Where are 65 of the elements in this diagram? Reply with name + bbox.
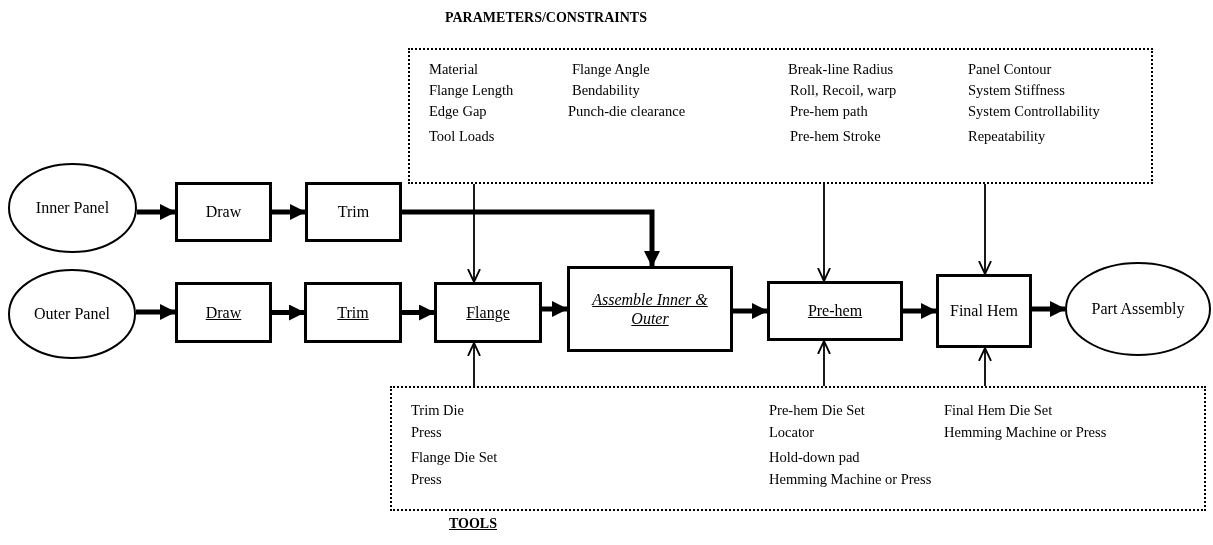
list-item: Pre-hem path — [790, 104, 868, 119]
node-label: Final Hem — [950, 301, 1018, 321]
arrow — [402, 304, 435, 321]
arrow — [978, 347, 992, 387]
start-ellipse — [8, 163, 137, 253]
arrow — [978, 183, 992, 275]
list-item: Trim Die — [411, 403, 465, 418]
arrow — [542, 301, 568, 317]
list-item: Final Hem Die Set — [944, 403, 1053, 418]
section-heading: TOOLS — [449, 516, 497, 532]
process-box — [175, 282, 272, 343]
list-item: Roll, Recoil, warp — [790, 83, 897, 98]
process-box — [175, 182, 272, 242]
node-label: Part Assembly — [1091, 299, 1185, 319]
node-label: Outer Panel — [34, 304, 110, 324]
arrow — [903, 303, 937, 319]
arrow — [1032, 301, 1066, 317]
list-item: Break-line Radius — [788, 62, 894, 77]
list-item: Press — [411, 472, 442, 487]
node-label: Draw — [205, 302, 242, 323]
list-item: Panel Contour — [968, 62, 1052, 77]
node-label: Trim — [337, 302, 369, 323]
list-item: Material — [429, 62, 479, 77]
arrow — [136, 304, 176, 320]
list-item: Punch-die clearance — [568, 104, 686, 119]
arrow — [137, 204, 176, 220]
list-item: Hemming Machine or Press — [769, 472, 932, 487]
list-item: Flange Angle — [572, 62, 650, 77]
arrow — [272, 304, 305, 321]
arrow — [402, 209, 660, 267]
list-item: Flange Length — [429, 83, 514, 98]
process-box — [567, 266, 733, 352]
node-label: Draw — [205, 202, 242, 222]
arrow — [272, 204, 306, 220]
end-ellipse — [1065, 262, 1211, 356]
list-item: Press — [411, 425, 442, 440]
arrow — [817, 183, 831, 282]
arrow — [467, 183, 481, 283]
list-item: System Controllability — [968, 104, 1100, 119]
node-label: Assemble Inner & Outer — [590, 289, 709, 329]
list-item: Pre-hem Stroke — [790, 129, 881, 144]
list-item: Flange Die Set — [411, 450, 498, 465]
list-item: Hemming Machine or Press — [944, 425, 1107, 440]
list-item: Edge Gap — [429, 104, 487, 119]
list-item: Hold-down pad — [769, 450, 860, 465]
list-item: Pre-hem Die Set — [769, 403, 865, 418]
arrow — [817, 340, 831, 387]
node-label: Flange — [466, 302, 510, 323]
section-heading: PARAMETERS/CONSTRAINTS — [445, 10, 647, 26]
list-item: Bendability — [572, 83, 640, 98]
node-label: Inner Panel — [35, 198, 110, 218]
arrow — [467, 342, 481, 387]
arrow — [733, 303, 768, 319]
list-item: Repeatability — [968, 129, 1046, 144]
node-label: Pre-hem — [807, 301, 863, 321]
start-ellipse — [8, 269, 136, 359]
process-box — [305, 182, 402, 242]
process-box — [434, 282, 542, 343]
list-item: Locator — [769, 425, 815, 440]
node-label: Trim — [337, 202, 370, 222]
process-box — [304, 282, 402, 343]
list-item: System Stiffness — [968, 83, 1065, 98]
list-item: Tool Loads — [429, 129, 495, 144]
process-box — [767, 281, 903, 341]
process-box — [936, 274, 1032, 348]
